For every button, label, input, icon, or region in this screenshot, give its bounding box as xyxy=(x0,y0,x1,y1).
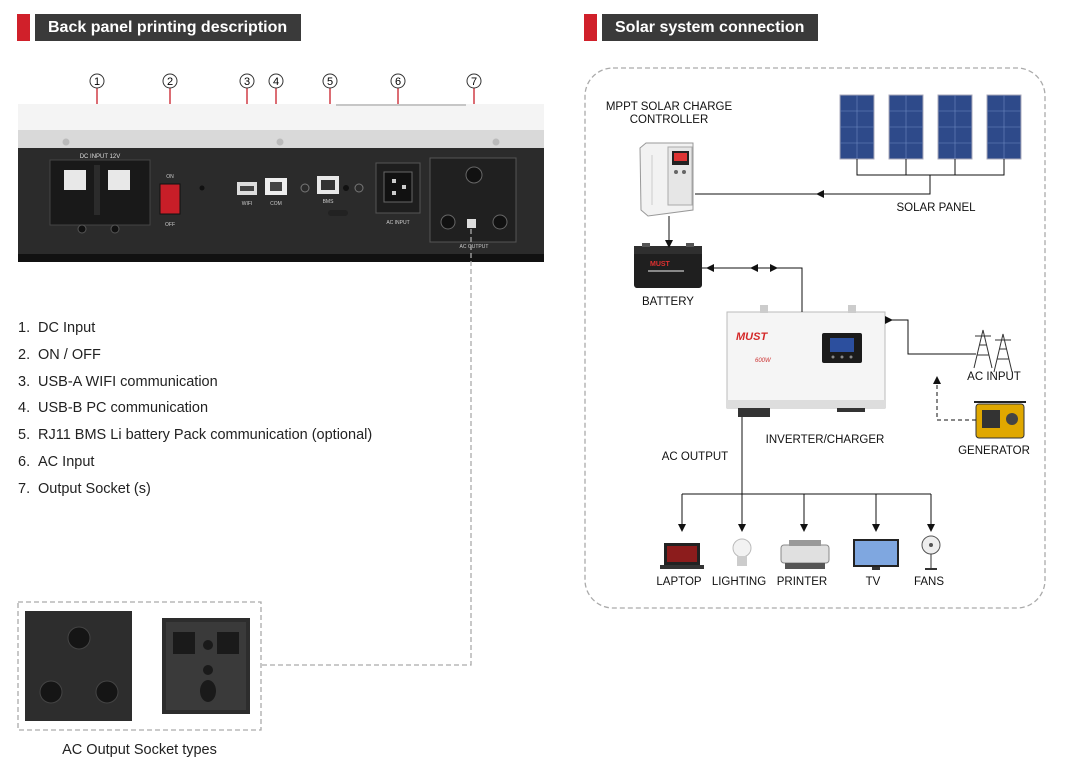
transmission-tower-icon xyxy=(973,329,1013,373)
legend-item: 7.Output Socket (s) xyxy=(18,480,151,497)
connection-lines xyxy=(668,159,1005,528)
mppt-label-1: MPPT SOLAR CHARGE xyxy=(605,101,733,113)
svg-text:AC OUTPUT: AC OUTPUT xyxy=(460,244,489,250)
laptop-label: LAPTOP xyxy=(656,576,702,588)
ac-input-label: AC INPUT xyxy=(967,371,1021,383)
svg-text:BMS: BMS xyxy=(323,199,335,205)
legend-item: 3.USB-A WIFI communication xyxy=(18,373,218,390)
svg-text:7: 7 xyxy=(471,76,477,88)
svg-text:600W: 600W xyxy=(755,358,772,364)
fans-label: FANS xyxy=(913,576,945,588)
printer-icon xyxy=(780,540,830,569)
svg-text:5: 5 xyxy=(327,76,333,88)
battery: MUST xyxy=(634,243,702,288)
socket-types-caption: AC Output Socket types xyxy=(62,742,217,758)
socket-types-box xyxy=(17,601,262,731)
svg-text:MUST: MUST xyxy=(650,261,671,268)
legend-item: 2.ON / OFF xyxy=(18,346,101,363)
light-bulb-icon xyxy=(732,538,752,566)
solar-section-title: Solar system connection xyxy=(602,14,819,41)
legend-item: 6.AC Input xyxy=(18,453,95,470)
svg-text:OFF: OFF xyxy=(165,222,175,228)
svg-text:AC INPUT: AC INPUT xyxy=(386,220,409,226)
svg-text:MUST: MUST xyxy=(736,331,768,343)
tv-label: TV xyxy=(865,576,881,588)
inverter-charger: MUST 600W xyxy=(726,305,886,417)
svg-text:DC INPUT 12V: DC INPUT 12V xyxy=(80,154,121,160)
svg-text:ON: ON xyxy=(166,174,174,180)
generator-line xyxy=(936,380,976,421)
tv-icon xyxy=(853,539,899,570)
solar-system-frame xyxy=(584,67,1046,609)
solar-section-header: Solar system connection xyxy=(584,14,819,41)
solar-panel-label: SOLAR PANEL xyxy=(896,202,976,214)
battery-label: BATTERY xyxy=(642,296,694,308)
legend-item: 4.USB-B PC communication xyxy=(18,400,209,417)
solar-panels xyxy=(839,94,1022,160)
generator-icon xyxy=(974,401,1026,439)
svg-text:2: 2 xyxy=(167,76,173,88)
back-panel-title: Back panel printing description xyxy=(35,14,302,41)
svg-text:1: 1 xyxy=(94,76,100,88)
socket-connector xyxy=(262,229,472,666)
lighting-label: LIGHTING xyxy=(711,576,767,588)
header-accent-bar xyxy=(17,14,30,41)
header-accent-bar xyxy=(584,14,597,41)
fan-icon xyxy=(921,535,941,570)
mppt-label-2: CONTROLLER xyxy=(629,114,709,126)
svg-text:4: 4 xyxy=(273,76,279,88)
arrowheads xyxy=(665,190,941,532)
back-panel: DC INPUT 12V ON OFF WIFI COM BMS AC INPU… xyxy=(18,104,544,262)
svg-text:WIFI: WIFI xyxy=(242,201,253,207)
printer-label: PRINTER xyxy=(776,576,828,588)
svg-text:3: 3 xyxy=(244,76,250,88)
mppt-controller xyxy=(639,142,694,217)
ac-output-label: AC OUTPUT xyxy=(661,451,729,463)
legend-item: 1.DC Input xyxy=(18,320,96,336)
svg-text:COM: COM xyxy=(270,201,282,207)
legend-item: 5.RJ11 BMS Li battery Pack communication… xyxy=(18,427,373,444)
inverter-label: INVERTER/CHARGER xyxy=(765,434,885,446)
legend-list: 1.DC Input 2.ON / OFF 3.USB-A WIFI commu… xyxy=(18,318,372,506)
back-panel-section-header: Back panel printing description xyxy=(17,14,302,41)
laptop-icon xyxy=(660,543,704,569)
svg-text:6: 6 xyxy=(395,76,401,88)
generator-label: GENERATOR xyxy=(958,445,1030,457)
